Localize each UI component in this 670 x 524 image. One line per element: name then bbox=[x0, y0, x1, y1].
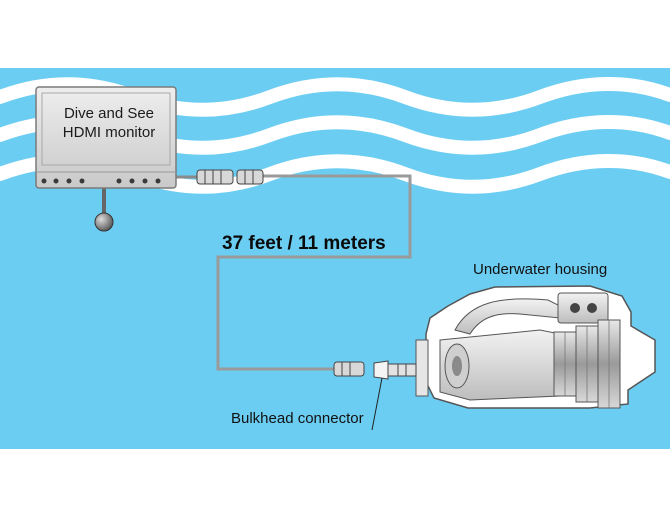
housing-label: Underwater housing bbox=[473, 261, 608, 278]
cable bbox=[216, 174, 412, 371]
camera-handle bbox=[454, 298, 561, 335]
monitor-connector bbox=[196, 169, 234, 185]
bulkhead-connector-label: Bulkhead connector bbox=[231, 410, 364, 427]
cable-end-connector bbox=[333, 361, 365, 377]
monitor-body bbox=[35, 86, 177, 189]
bulkhead-leader-line bbox=[371, 377, 383, 431]
monitor-label-line1: Dive and See bbox=[63, 105, 155, 122]
monitor-label: Dive and See HDMI monitor bbox=[44, 104, 174, 142]
cable-connector bbox=[236, 169, 264, 185]
monitor-buttons bbox=[41, 178, 161, 184]
bulkhead-connector bbox=[373, 360, 417, 380]
camera-lens bbox=[553, 319, 621, 409]
cable-length-label: 37 feet / 11 meters bbox=[222, 233, 386, 254]
housing-back-plate bbox=[415, 339, 429, 397]
hdmi-monitor bbox=[35, 86, 177, 232]
monitor-mount-ball bbox=[94, 212, 114, 232]
underwater-housing bbox=[415, 285, 656, 409]
camera-top-module bbox=[557, 292, 609, 324]
monitor-screen-frame bbox=[41, 92, 171, 166]
monitor-label-line2: HDMI monitor bbox=[62, 124, 156, 141]
